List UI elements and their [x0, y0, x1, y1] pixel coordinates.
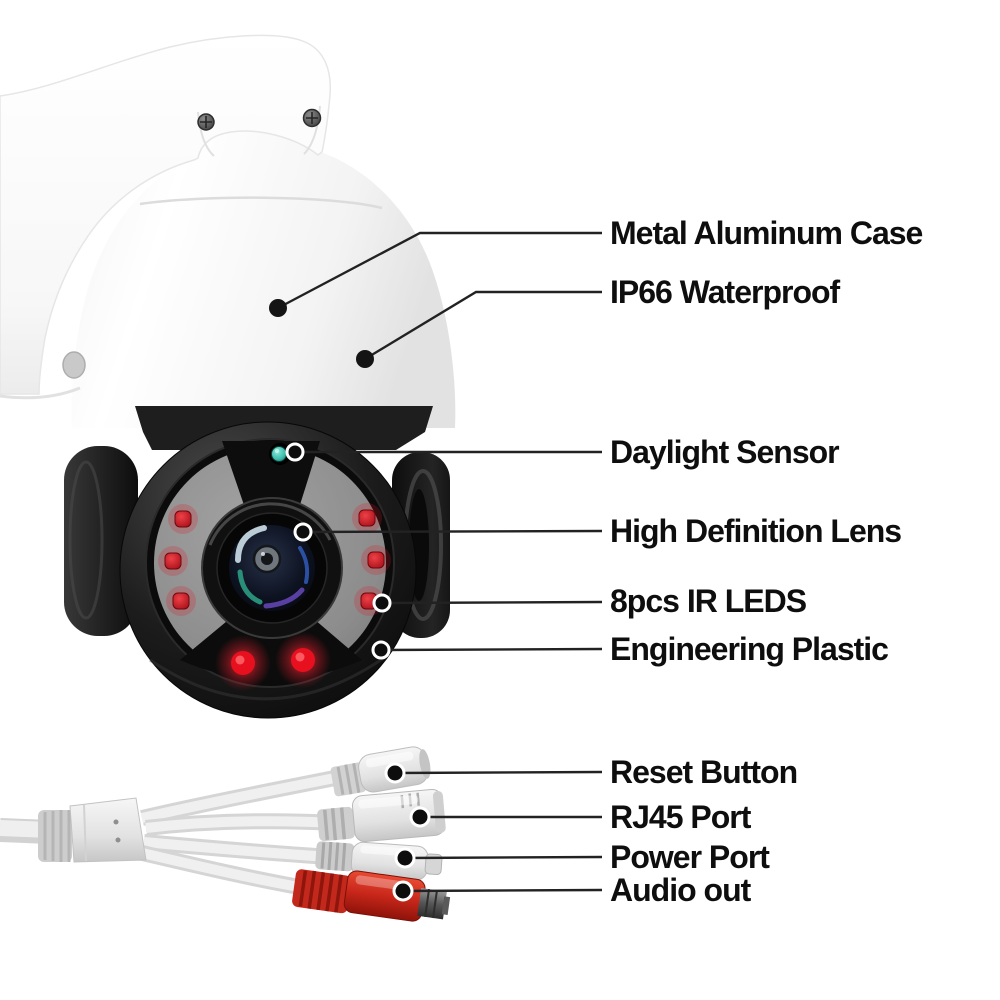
callout-dot-reset-button: [384, 762, 406, 784]
label-metal-aluminum-case: Metal Aluminum Case: [610, 215, 923, 251]
rj45-connector: [317, 789, 446, 843]
callout-dot-metal-aluminum-case: [269, 299, 287, 317]
label-power-port: Power Port: [610, 839, 770, 875]
label-rj45-port: RJ45 Port: [610, 799, 751, 835]
callout-dots: [269, 299, 431, 902]
callout-dot-ir-leds: [372, 593, 392, 613]
leader-line-high-definition-lens: [302, 529, 603, 534]
callout-dot-rj45-port: [409, 806, 431, 828]
branch-cables: [136, 766, 357, 897]
label-audio-out: Audio out: [610, 872, 751, 908]
ir-led: [168, 504, 198, 534]
leader-line-ir-leds: [381, 600, 603, 605]
mount-arm-body: [0, 34, 332, 395]
leader-line-audio-out: [402, 888, 603, 893]
camera-lens: [201, 497, 343, 639]
ir-led: [215, 635, 271, 691]
cable-junction: [38, 797, 147, 863]
callout-dot-power-port: [394, 847, 416, 869]
dome-seam: [139, 196, 383, 210]
mount-cap-seam: [197, 105, 321, 157]
label-ir-leds: 8pcs IR LEDS: [610, 583, 807, 619]
label-engineering-plastic: Engineering Plastic: [610, 631, 889, 667]
leader-line-metal-aluminum-case: [277, 231, 602, 310]
callout-dot-ip66-waterproof: [356, 350, 374, 368]
callout-dot-high-definition-lens: [293, 522, 313, 542]
callout-dot-daylight-sensor: [285, 442, 305, 462]
ir-led: [166, 586, 196, 616]
leader-line-reset-button: [394, 770, 603, 775]
mount-hinge: [62, 351, 86, 379]
mount-foot-shadow: [0, 386, 81, 400]
cable-pigtail: [0, 746, 451, 922]
ir-led: [158, 546, 188, 576]
mount-arm: [0, 34, 332, 400]
ir-led-array: [158, 503, 391, 691]
ir-led: [352, 503, 382, 533]
leader-line-ip66-waterproof: [364, 290, 602, 361]
label-reset-button: Reset Button: [610, 754, 798, 790]
label-daylight-sensor: Daylight Sensor: [610, 434, 840, 470]
callout-dot-audio-out: [392, 880, 414, 902]
ir-led: [275, 632, 331, 688]
leader-line-engineering-plastic: [380, 647, 603, 652]
leader-lines: [277, 231, 603, 893]
mount-screw: [197, 113, 215, 131]
daylight-sensor: [269, 443, 291, 465]
ir-led: [361, 545, 391, 575]
label-high-definition-lens: High Definition Lens: [610, 513, 902, 549]
mount-screw: [302, 108, 322, 128]
camera-ball: [119, 421, 417, 719]
leader-line-power-port: [404, 855, 603, 860]
label-ip66-waterproof: IP66 Waterproof: [610, 274, 840, 310]
callout-dot-engineering-plastic: [371, 640, 391, 660]
left-motor-housing: [64, 446, 138, 636]
